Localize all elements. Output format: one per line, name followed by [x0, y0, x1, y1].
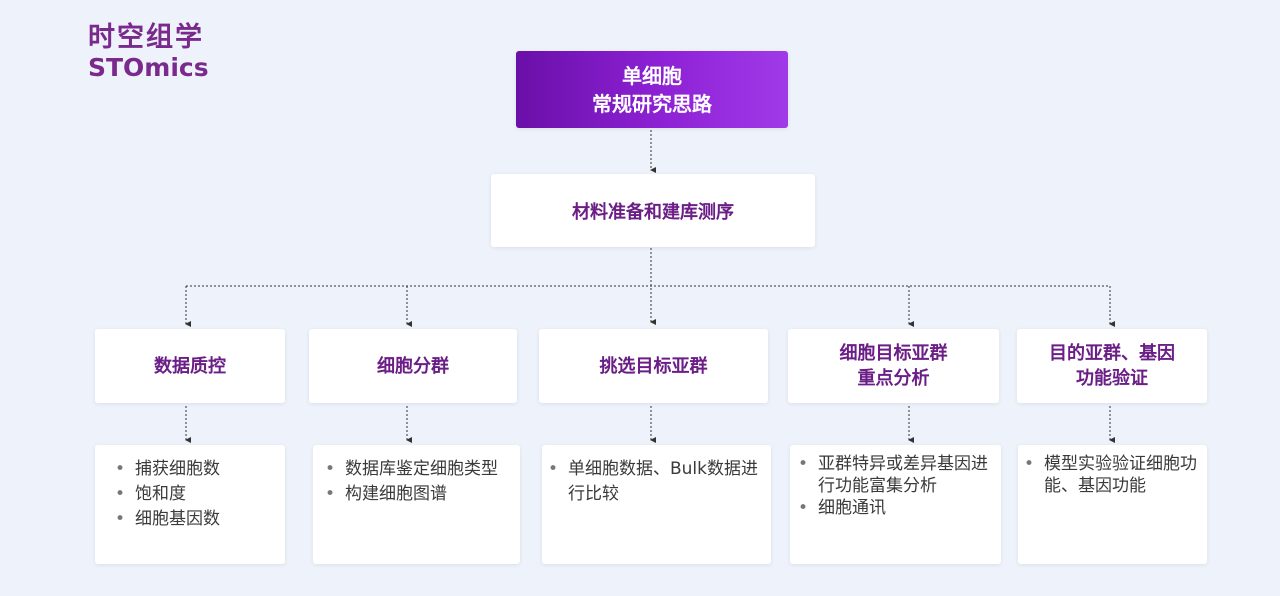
list-item: •亚群特异或差异基因进行功能富集分析 [798, 454, 988, 496]
category-label-line1: 细胞目标亚群 [839, 343, 948, 364]
category-box-qc: 数据质控 [95, 329, 285, 403]
category-box-validation: 目的亚群、基因 功能验证 [1017, 329, 1207, 403]
category-label-line1: 目的亚群、基因 [1049, 343, 1175, 364]
prep-box: 材料准备和建库测序 [491, 174, 815, 247]
category-box-subgroup-analysis: 细胞目标亚群 重点分析 [788, 329, 999, 403]
logo-cn-text: 时空组学 [88, 22, 204, 53]
logo-en-text: STOmics [88, 53, 209, 82]
list-item: •细胞基因数 [115, 509, 220, 529]
category-label: 数据质控 [154, 355, 226, 377]
list-item: •单细胞数据、Bulk数据进行比较 [548, 459, 759, 504]
category-label-line2: 功能验证 [1076, 368, 1148, 389]
category-box-select-subgroup: 挑选目标亚群 [539, 329, 768, 403]
list-item: •捕获细胞数 [115, 459, 220, 479]
root-title-line1: 单细胞 [622, 63, 682, 88]
category-box-clustering: 细胞分群 [309, 329, 517, 403]
root-title-line2: 常规研究思路 [592, 91, 712, 116]
prep-label: 材料准备和建库测序 [572, 201, 734, 223]
list-item: •模型实验验证细胞功能、基因功能 [1024, 454, 1197, 496]
detail-box-clustering: •数据库鉴定细胞类型 •构建细胞图谱 [313, 445, 520, 564]
list-item: •饱和度 [115, 484, 186, 504]
list-item: •数据库鉴定细胞类型 [325, 459, 498, 479]
root-title-box: 单细胞 常规研究思路 [516, 51, 788, 128]
category-label: 细胞分群 [377, 355, 449, 377]
list-item: •构建细胞图谱 [325, 484, 447, 504]
detail-box-subgroup-analysis: •亚群特异或差异基因进行功能富集分析 •细胞通讯 [790, 445, 1001, 564]
detail-box-select-subgroup: •单细胞数据、Bulk数据进行比较 [542, 445, 771, 564]
detail-box-validation: •模型实验验证细胞功能、基因功能 [1018, 445, 1207, 564]
list-item: •细胞通讯 [798, 498, 886, 518]
detail-box-qc: •捕获细胞数 •饱和度 •细胞基因数 [95, 445, 285, 564]
stomics-logo: 时空组学 STOmics [88, 22, 209, 82]
category-label: 挑选目标亚群 [599, 355, 708, 377]
category-label-line2: 重点分析 [857, 368, 930, 389]
